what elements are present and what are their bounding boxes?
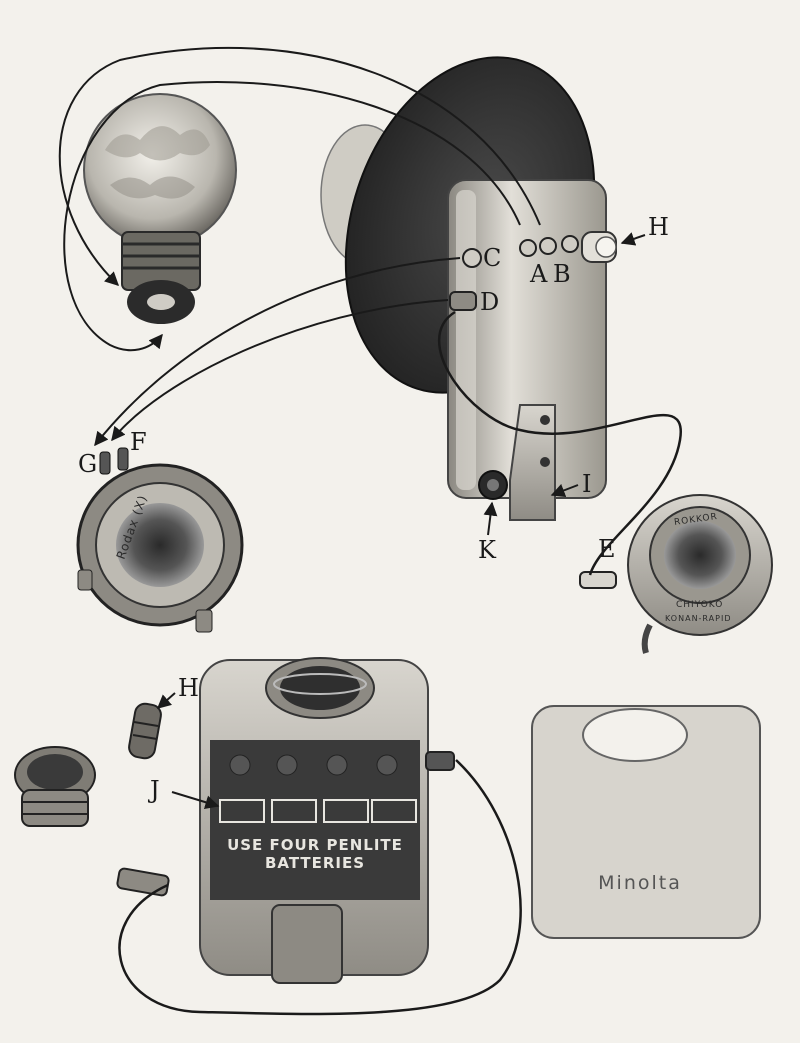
shutter-lens-left — [76, 447, 244, 633]
label-g: G — [78, 450, 98, 478]
rokkor-lens-glass — [664, 521, 736, 589]
cover-brand: Minolta — [598, 872, 682, 894]
cover-plate-hole — [582, 708, 688, 762]
bulb-foil-lower — [110, 176, 195, 199]
terminal-a — [519, 239, 537, 257]
arrow-b-to-bulb — [58, 46, 541, 286]
arrow-h-top — [620, 232, 646, 246]
label-f: F — [130, 428, 147, 456]
label-c: C — [483, 244, 502, 272]
arrow-a-to-bulb-base — [63, 80, 521, 352]
battery-slot-1 — [219, 799, 265, 823]
lens-right-bottom-text: KONAN-RAPID — [665, 614, 732, 623]
flash-contact-g — [99, 451, 111, 475]
battery-clip — [271, 904, 343, 984]
battery-output-plug — [425, 751, 455, 771]
wire-battery-cord — [118, 759, 522, 1016]
label-j: J — [150, 776, 160, 804]
terminal-b — [539, 237, 557, 255]
screw-adapter — [14, 746, 96, 827]
terminal-d — [449, 291, 477, 311]
wire-d-to-e — [437, 310, 682, 576]
terminal-c — [462, 248, 482, 268]
label-d: D — [480, 288, 500, 316]
flash-contact-f — [117, 447, 129, 471]
label-e: E — [598, 535, 616, 563]
rokkor-lens — [579, 494, 773, 654]
label-b: B — [553, 260, 571, 288]
battery-instruction-line-2: BATTERIES — [264, 854, 366, 872]
arrow-i — [550, 483, 579, 498]
spare-lamp-body — [128, 702, 162, 760]
label-a: A — [530, 260, 548, 288]
battery-slot-2 — [271, 799, 317, 823]
battery-slot-4 — [371, 799, 417, 823]
callout-arrows — [58, 46, 646, 810]
arrow-d-to-f — [111, 299, 449, 442]
arrow-h-bottom — [156, 692, 176, 709]
reflector-flash-gun — [320, 56, 617, 521]
arrow-c-to-g — [94, 257, 461, 447]
flash-bulb — [83, 93, 237, 324]
battery-case — [116, 657, 455, 984]
connection-wires — [118, 310, 682, 1016]
lens-right-mid-text: CHIYOKO — [676, 600, 724, 610]
label-h-top: H — [648, 213, 669, 241]
spare-test-lamp — [128, 702, 162, 760]
cover-plate — [531, 705, 761, 939]
arrow-j — [171, 791, 220, 810]
battery-cord-plug — [116, 867, 170, 897]
bulb-glass — [83, 93, 237, 247]
lens-glass — [116, 503, 204, 587]
bulb-foil — [105, 126, 210, 161]
flash-contact-e — [579, 571, 617, 589]
label-i: I — [582, 470, 592, 498]
arrow-k — [483, 501, 498, 536]
battery-instruction-line-1: USE FOUR PENLITE — [227, 836, 403, 854]
battery-slot-3 — [323, 799, 369, 823]
cover-plate-body — [531, 705, 761, 939]
label-k: K — [478, 536, 496, 564]
label-h-bottom: H — [178, 674, 199, 702]
